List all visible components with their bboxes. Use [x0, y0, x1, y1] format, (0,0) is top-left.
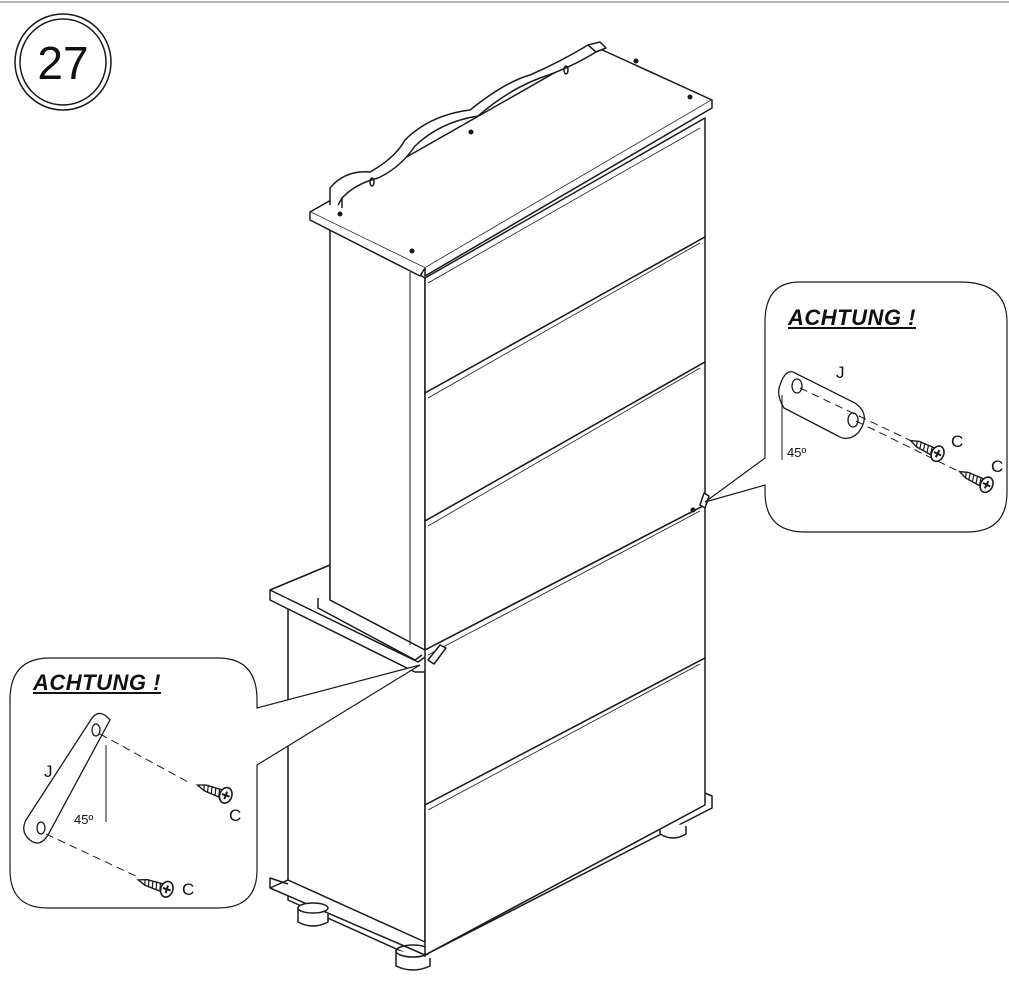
- callout-left-title: ACHTUNG !: [33, 670, 161, 695]
- callout-right-angle-label: 45º: [787, 445, 807, 460]
- hutch-side: [329, 221, 426, 651]
- cabinet: [269, 41, 713, 971]
- callout-right-bracket-label: J: [836, 363, 845, 382]
- callout-right-screw-label-2: C: [991, 457, 1004, 476]
- shelf-rail: [317, 598, 423, 661]
- plinth: [269, 792, 713, 956]
- mount-bracket-left: [427, 644, 447, 665]
- callout-right-bracket: [778, 371, 961, 473]
- callout-left-bracket-label: J: [44, 762, 53, 781]
- callout-left-screw-label-2: C: [182, 880, 195, 899]
- feet: [297, 820, 687, 971]
- callout-left-screw-label-1: C: [229, 806, 242, 825]
- callout-right-screw-label-1: C: [951, 432, 964, 451]
- callout-left-angle-label: 45º: [74, 812, 94, 827]
- mount-bracket-right: [699, 492, 710, 509]
- step-number: 27: [37, 37, 89, 89]
- callout-left-bracket: [23, 712, 189, 879]
- crest: [329, 41, 607, 208]
- callout-right-title: ACHTUNG !: [788, 305, 916, 330]
- callout-left-frame: [9, 657, 421, 909]
- front-panel-5: [424, 657, 706, 956]
- step-number-badge: [14, 13, 112, 111]
